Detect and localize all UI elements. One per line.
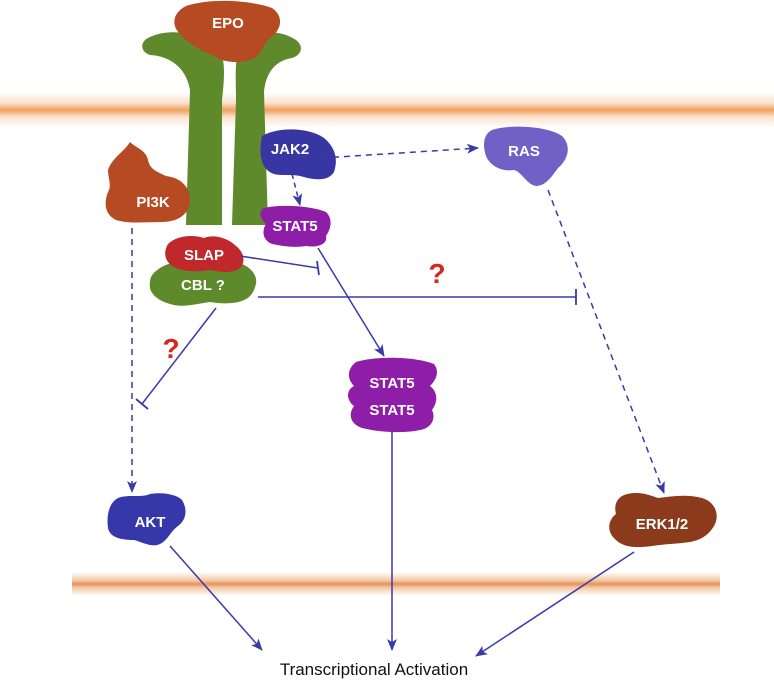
- pi3k-protein: PI3K: [105, 142, 190, 223]
- akt-protein: AKT: [107, 493, 186, 546]
- nuclear-membrane: [72, 572, 720, 596]
- slap-label: SLAP: [184, 247, 224, 264]
- cbl-label: CBL ?: [181, 277, 225, 294]
- arrow-stat5-to-dimer: [317, 247, 385, 357]
- plasma-membrane: [0, 92, 774, 128]
- stat5-top-label: STAT5: [272, 218, 317, 235]
- receptor-chain-right: [232, 32, 301, 226]
- slap-protein: SLAP: [165, 236, 244, 272]
- arrow-erk-to-output: [475, 551, 635, 657]
- inhibition-cbl-to-akt: [135, 307, 217, 410]
- arrow-jak2-to-stat5: [291, 173, 303, 206]
- inhibition-slap-to-stat5: [239, 255, 320, 276]
- arrow-jak2-to-ras: [321, 143, 479, 159]
- epo-ligand: EPO: [174, 0, 281, 63]
- epo-receptor: [142, 32, 301, 226]
- receptor-chain-left: [142, 32, 224, 225]
- jak2-protein: JAK2: [260, 129, 336, 180]
- question-mark-lower: ?: [162, 333, 179, 364]
- ras-label: RAS: [508, 143, 540, 160]
- epo-label: EPO: [212, 15, 244, 32]
- arrow-akt-to-output: [169, 545, 263, 651]
- inhibition-cbl-to-erk: [258, 289, 577, 305]
- stat5-dimer-a-label: STAT5: [369, 375, 414, 392]
- erk-label: ERK1/2: [636, 516, 689, 533]
- ras-protein: RAS: [484, 126, 568, 186]
- output-label: Transcriptional Activation: [280, 660, 468, 679]
- stat5-monomer: STAT5: [260, 205, 331, 247]
- stat5-dimer-b-label: STAT5: [369, 402, 414, 419]
- jak2-label: JAK2: [271, 141, 309, 158]
- akt-label: AKT: [135, 514, 166, 531]
- erk-protein: ERK1/2: [609, 492, 717, 548]
- arrow-ras-to-erk: [547, 189, 665, 494]
- stat5-dimer: STAT5 STAT5: [348, 357, 437, 433]
- question-mark-upper: ?: [428, 258, 445, 289]
- pi3k-label: PI3K: [136, 194, 170, 211]
